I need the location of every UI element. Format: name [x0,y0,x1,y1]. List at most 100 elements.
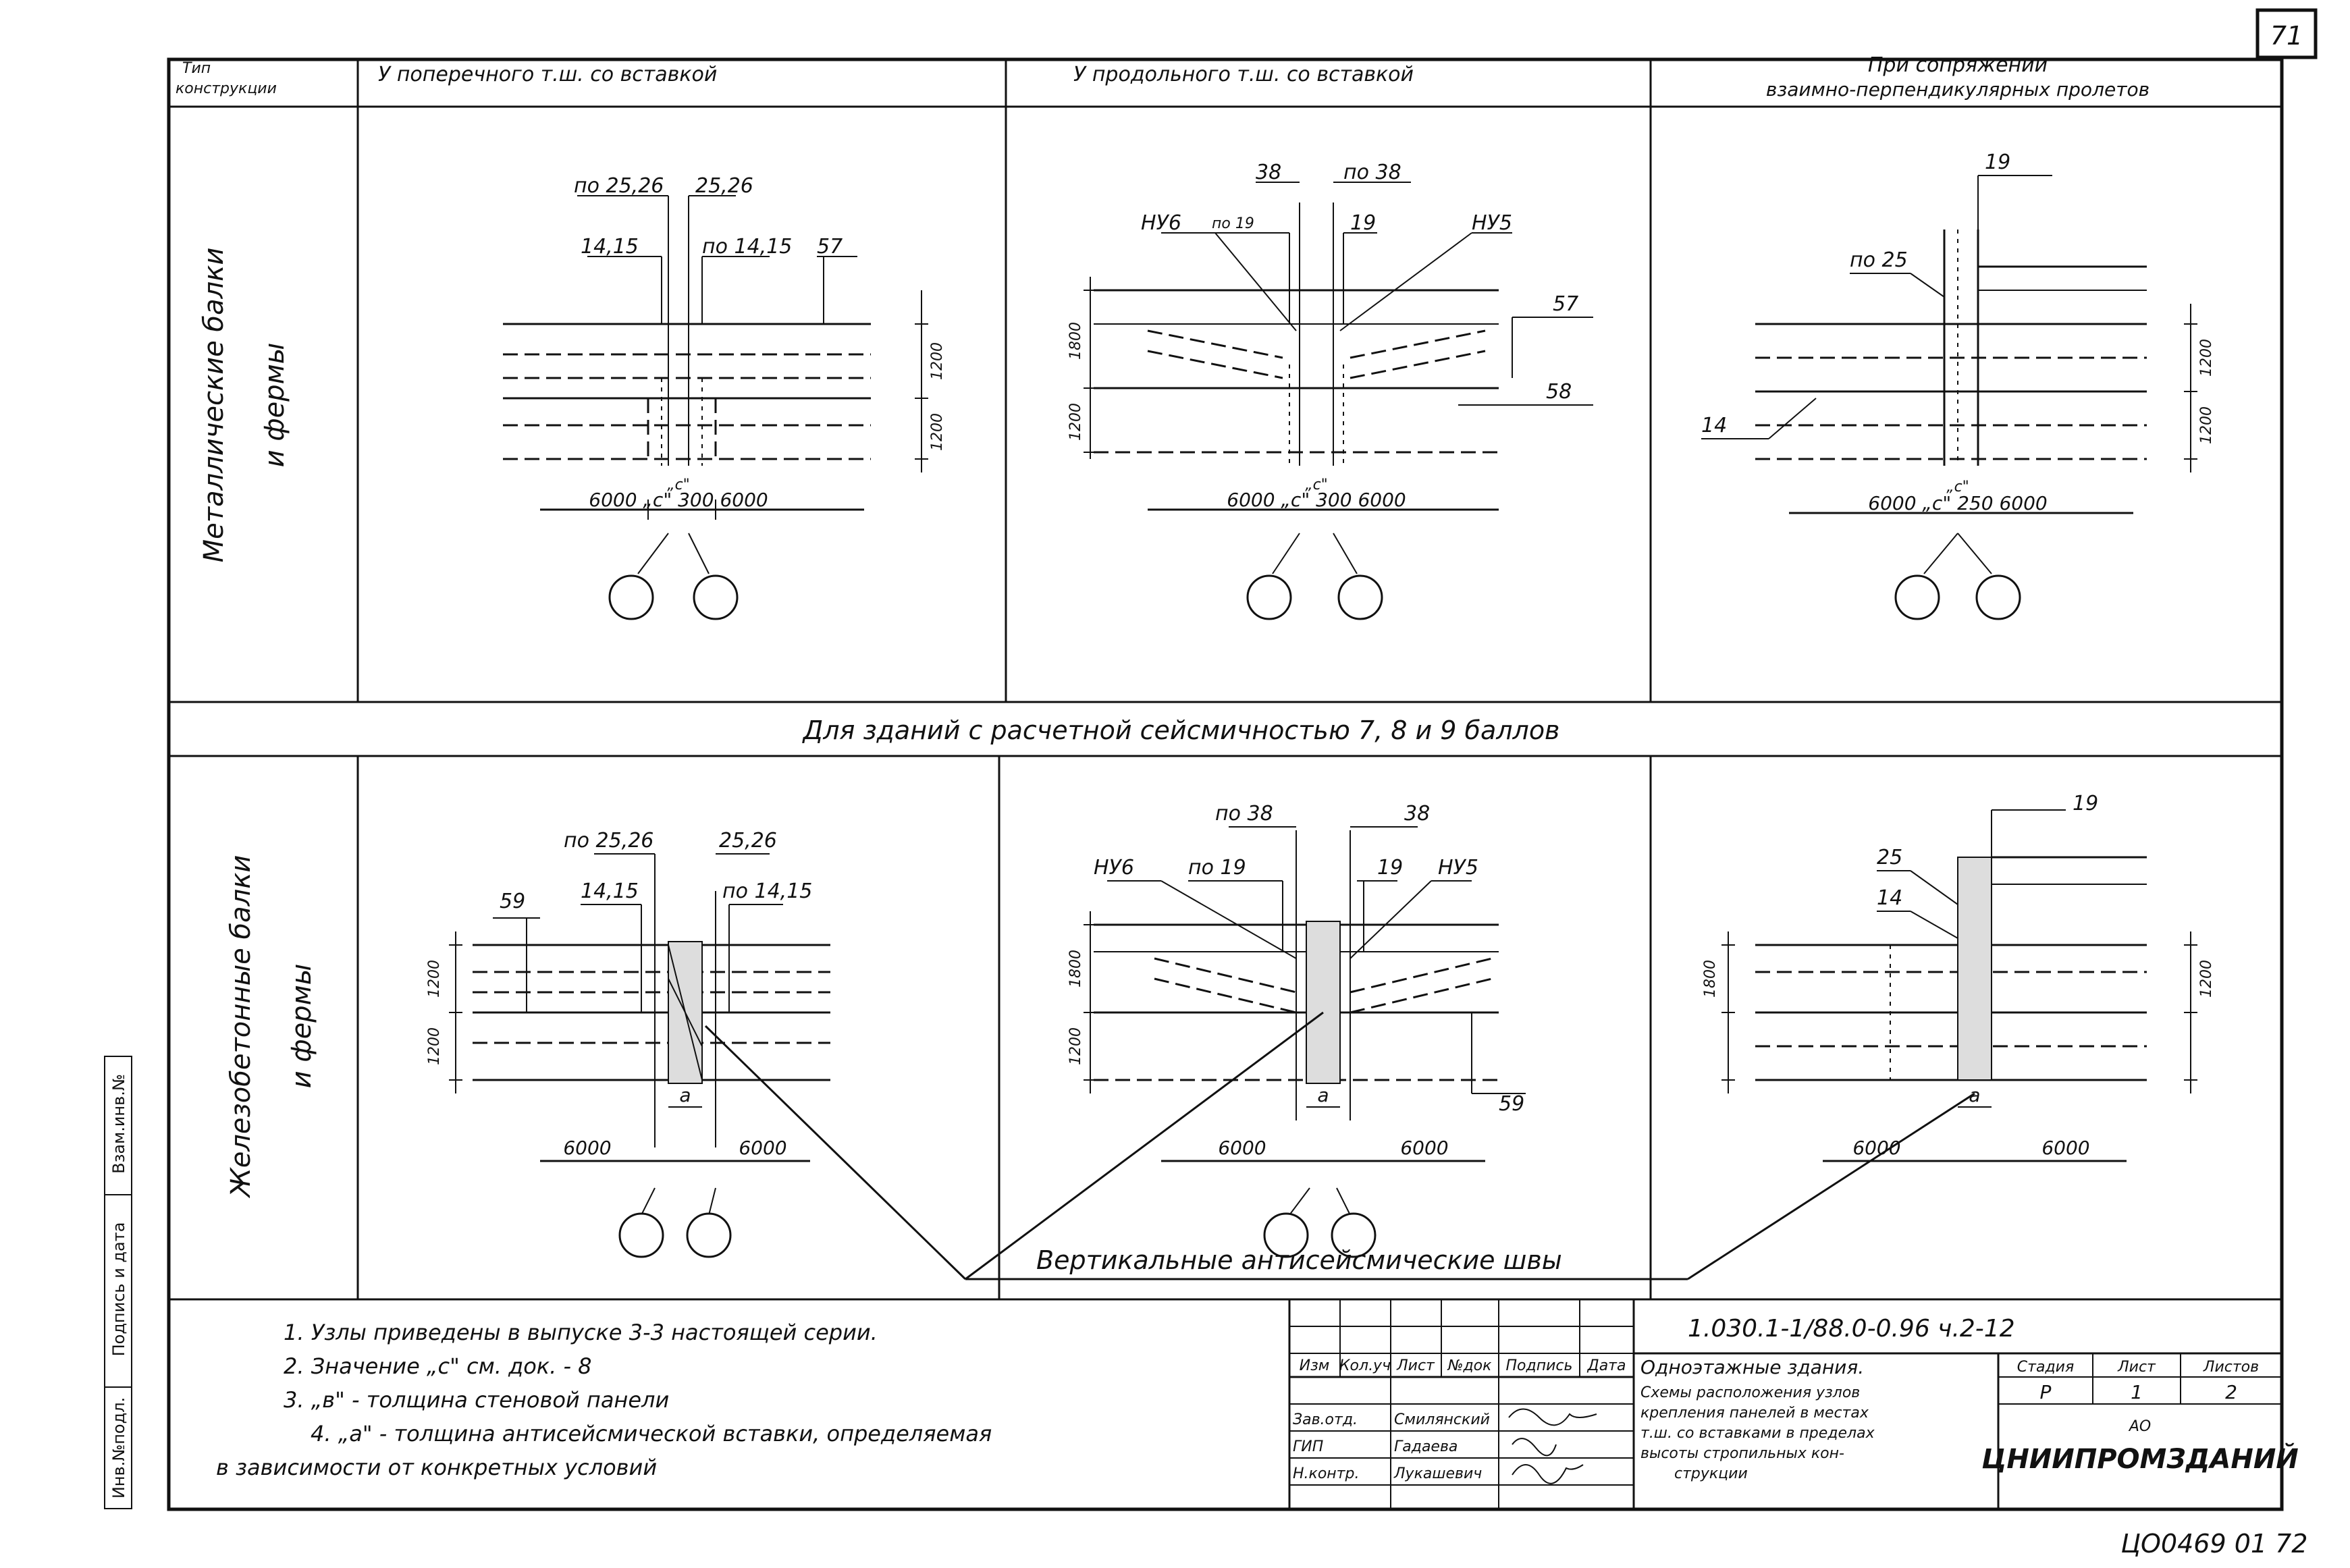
bm-label-8: 59 [1499,1092,1524,1116]
bl-span-right: 6000 [739,1137,786,1159]
bl-label-5: по 14,15 [722,880,812,903]
bm-span-right: 6000 [1400,1137,1448,1159]
side-stamp-replace: Взам.инв.№ [109,1074,128,1174]
tb-name-2: Гадаева [1394,1438,1458,1455]
bl-label-1: по 25,26 [564,829,653,853]
tb-col-5: Подпись [1506,1357,1573,1374]
tb-col-1: Изм [1300,1357,1330,1374]
top-middle-node-diagram [1084,182,1593,620]
tb-col-3: Лист [1396,1357,1435,1374]
tb-col-4: №док [1447,1357,1493,1374]
bottom-middle-node-diagram [1084,826,1526,1258]
tm-label-5: 19 [1350,211,1376,235]
tb-sheets-val: 2 [2225,1381,2237,1403]
tr-dim-2: 1200 [2198,406,2215,444]
tb-role-1: Зав.отд. [1293,1411,1358,1428]
bl-label-4: 14,15 [581,880,639,903]
note-4: 4. „а" - толщина антисейсмической вставк… [311,1421,992,1447]
tm-label-2: по 38 [1343,161,1401,184]
bm-span-left: 6000 [1218,1137,1266,1159]
tm-bottom-dims: 6000 „с" 300 6000 [1227,489,1406,511]
tb-stage-head: Стадия [2017,1359,2074,1376]
tm-label-6: НУ5 [1472,211,1512,235]
tb-name-3: Лукашевич [1393,1465,1482,1482]
note-2: 2. Значение „с" см. док. - 8 [284,1353,592,1379]
tb-col-2: Кол.уч [1339,1357,1391,1374]
br-label-2: 25 [1877,846,1902,869]
tb-role-2: ГИП [1293,1438,1323,1455]
note-3: 3. „в" - толщина стеновой панели [284,1387,669,1413]
bl-label-3: 59 [500,890,525,913]
tb-title-4: т.ш. со вставками в пределах [1640,1425,1875,1442]
row-label-bottom: Железобетонные балки и фермы [225,855,317,1199]
tb-title-1: Одноэтажные здания. [1640,1356,1864,1378]
tr-dim-1: 1200 [2198,339,2215,377]
bottom-right-node-diagram [1721,809,2197,1162]
tb-title-5: высоты стропильных кон- [1640,1445,1844,1462]
bl-span-left: 6000 [563,1137,611,1159]
tb-title-2: Схемы расположения узлов [1640,1384,1860,1401]
tr-node: „с" [1946,479,1969,495]
br-span-right: 6000 [2041,1137,2089,1159]
main-frame [167,57,2284,1511]
bm-label-4: по 19 [1188,856,1246,880]
br-dim-1: 1800 [1702,960,1719,998]
bl-label-2: 25,26 [719,829,777,853]
tl-label-3: 14,15 [581,235,639,259]
tr-label-3: 14 [1701,414,1727,437]
tb-title-6: струкции [1674,1465,1748,1482]
header-col3-line2: взаимно-перпендикулярных пролетов [1766,78,2149,101]
header-col1: У поперечного т.ш. со вставкой [378,63,717,86]
tb-stage-val: Р [2040,1381,2052,1403]
tl-dim-1: 1200 [929,342,946,380]
seismic-joints-label: Вертикальные антисейсмические швы [1036,1245,1562,1275]
header-col0-line2: конструкции [176,80,277,97]
tl-label-4: по 14,15 [702,235,792,259]
side-stamp-sign: Подпись и дата [109,1222,128,1357]
bm-dim-2: 1200 [1067,1027,1084,1065]
tr-bottom-dims: 6000 „с" 250 6000 [1868,492,2047,514]
tr-label-1: 19 [1985,151,2010,174]
title-block [1288,1299,2282,1509]
top-left-node-diagram [503,195,928,620]
top-right-node-diagram [1701,175,2197,620]
footer-code: ЦО0469 01 72 [2121,1529,2308,1559]
tl-bottom-dims: 6000 „с" 300 6000 [589,489,768,511]
br-label-3: 14 [1877,886,1902,910]
br-span-left: 6000 [1852,1137,1900,1159]
bl-dim-1: 1200 [426,960,443,998]
org-small: АО [2128,1418,2151,1435]
tm-label-4: по 19 [1212,215,1254,232]
bl-label-a: а [679,1084,691,1106]
header-col3-line1: При сопряжении [1868,53,2048,77]
sheet-number: 71 [2270,21,2303,51]
tb-sheet-head: Лист [2117,1359,2156,1376]
br-label-a: а [1969,1084,1980,1106]
bm-label-6: НУ5 [1438,856,1478,880]
tl-dim-2: 1200 [929,413,946,451]
tb-role-3: Н.контр. [1293,1465,1359,1482]
row-label-bottom-line1: Железобетонные балки [225,855,257,1199]
band-label: Для зданий с расчетной сейсмичностью 7, … [802,715,1560,745]
tb-sheets-head: Листов [2203,1359,2259,1376]
tl-label-2: 25,26 [695,174,753,198]
tb-col-6: Дата [1587,1357,1626,1374]
bm-dim-1: 1800 [1067,950,1084,988]
tm-label-7: 57 [1553,292,1578,316]
seismic-joint-leaders [704,1011,1975,1280]
bl-dim-2: 1200 [426,1027,443,1065]
bm-label-3: НУ6 [1094,856,1134,880]
bm-label-5: 19 [1377,856,1403,880]
row-label-bottom-line2: и фермы [286,964,317,1089]
tb-sheet-val: 1 [2131,1381,2143,1403]
note-5: в зависимости от конкретных условий [216,1455,657,1480]
signature-1 [1508,1408,1597,1426]
bottom-left-node-diagram [449,853,830,1258]
tr-label-2: по 25 [1850,248,1908,272]
note-1: 1. Узлы приведены в выпуске 3-3 настояще… [284,1320,878,1345]
bm-label-a: а [1317,1084,1329,1106]
sheet-number-box [2255,8,2318,59]
signature-2 [1512,1438,1557,1457]
tm-label-8: 58 [1546,380,1572,404]
